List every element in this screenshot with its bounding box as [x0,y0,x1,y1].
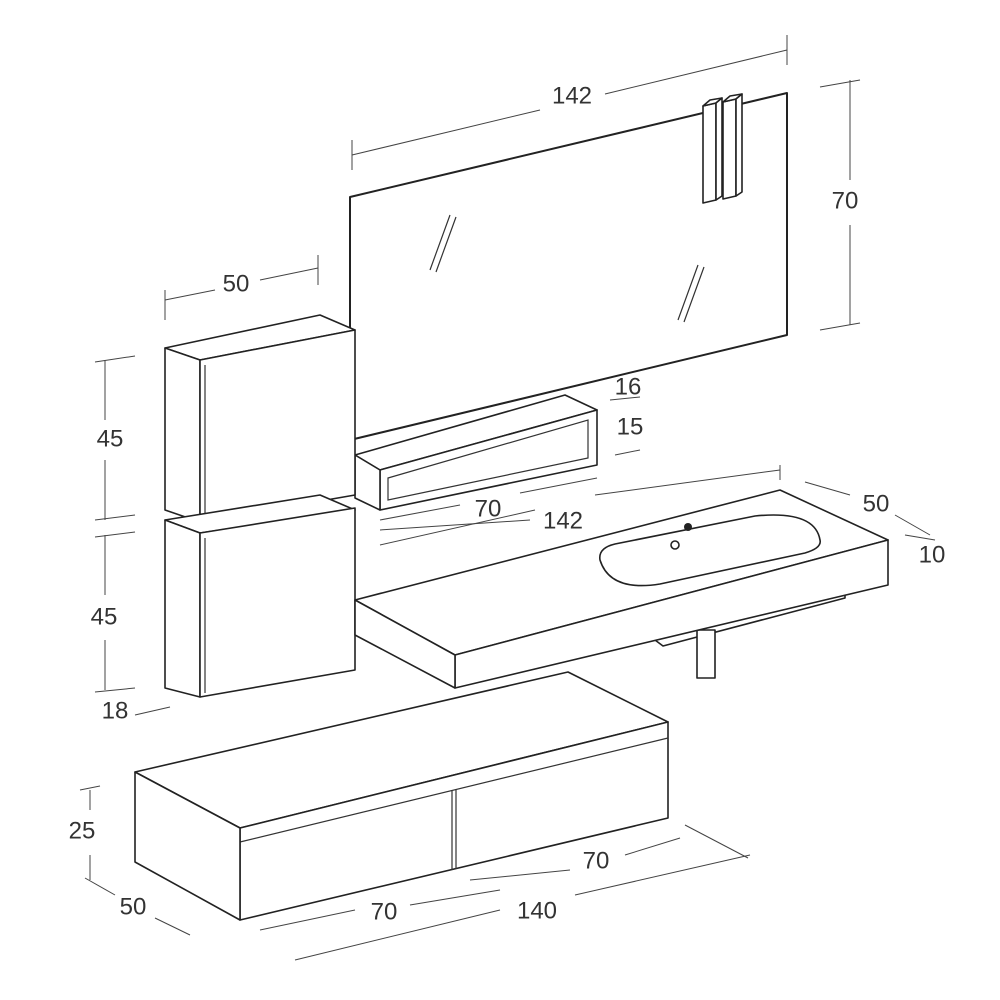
shelf-depth-label: 16 [615,373,642,400]
base-unit-depth-label: 50 [120,893,147,920]
base-drawer-unit [134,671,669,921]
mirror-width-label: 142 [552,82,592,109]
countertop-depth-label: 50 [863,490,890,517]
drawer-right-width-label: 70 [583,847,610,874]
lower-wall-cabinet [164,494,356,698]
lower-cabinet-height-label: 45 [91,603,118,630]
dimension-lines [79,35,936,961]
cabinet-depth-label: 18 [102,697,129,724]
mirror-height-label: 70 [832,187,859,214]
base-unit-height-label: 25 [69,817,96,844]
upper-wall-cabinet [164,314,356,523]
shelf-height-label: 15 [617,413,644,440]
upper-cabinet-height-label: 45 [97,425,124,452]
wall-cabinet-width-label: 50 [223,270,250,297]
shelf-width-label: 70 [475,495,502,522]
open-shelf [354,394,598,511]
drawer-left-width-label: 70 [371,898,398,925]
base-unit-width-label: 140 [517,897,557,924]
countertop-width-label: 142 [543,507,583,534]
countertop-with-sink [354,489,889,689]
towel-hooks [702,93,743,204]
countertop-thickness-label: 10 [919,541,946,568]
